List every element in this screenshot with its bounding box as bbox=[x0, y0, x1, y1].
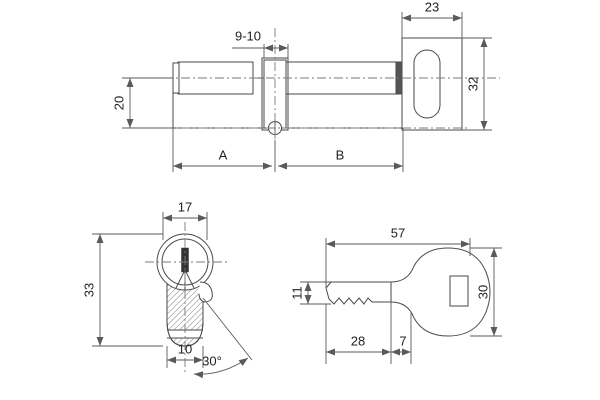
warding-line-right bbox=[184, 269, 195, 289]
dim-label-section-height: 33 bbox=[81, 283, 96, 297]
section-view-group: 17 33 10 30° bbox=[81, 199, 253, 379]
dim-label-knob-height: 32 bbox=[465, 77, 480, 91]
dim-label-key-length: 57 bbox=[391, 225, 405, 240]
dim-label-length-b: B bbox=[336, 147, 345, 162]
section-cam-hook bbox=[198, 281, 213, 303]
angle-leg-line bbox=[202, 297, 253, 361]
key-outline bbox=[325, 247, 491, 337]
dim-label-key-bow-height: 30 bbox=[475, 285, 490, 299]
dim-label-key-blade-height: 11 bbox=[289, 286, 304, 300]
top-view-group: 9-10 23 32 20 A B bbox=[111, 0, 500, 172]
thumbturn-grip bbox=[413, 49, 441, 119]
dim-arc-chamfer-angle bbox=[193, 357, 249, 379]
dim-label-key-shoulder-length: 7 bbox=[399, 333, 406, 348]
dim-label-key-cut-length: 28 bbox=[351, 333, 365, 348]
dim-label-body-height: 20 bbox=[111, 96, 126, 110]
dim-label-knob-width: 23 bbox=[425, 0, 439, 14]
dim-label-section-width: 17 bbox=[178, 199, 192, 214]
dim-label-keyway-width: 10 bbox=[178, 341, 192, 356]
dim-label-cam-width: 9-10 bbox=[235, 28, 261, 43]
dim-label-chamfer-angle: 30° bbox=[202, 353, 222, 368]
dim-label-length-a: A bbox=[219, 147, 228, 162]
warding-line-left bbox=[175, 269, 186, 289]
key-bow-hole bbox=[449, 275, 469, 307]
key-view-group: 57 11 30 28 7 bbox=[289, 225, 502, 364]
